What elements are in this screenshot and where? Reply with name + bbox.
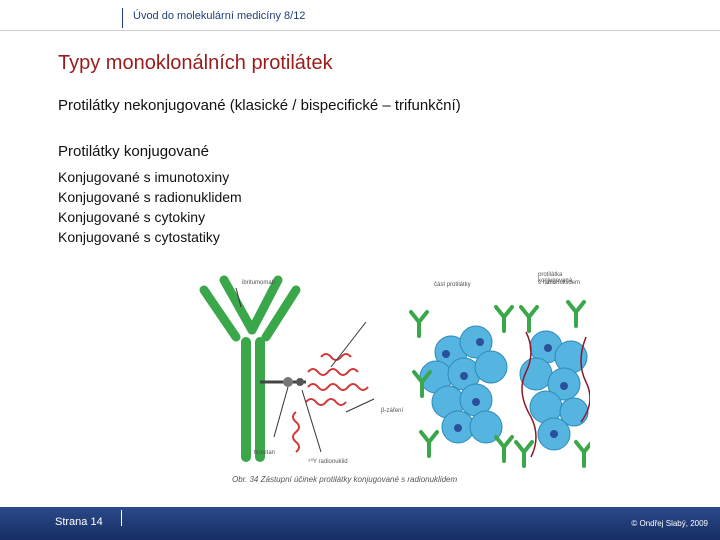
- header-rule: [0, 30, 720, 31]
- list-item: Konjugované s radionuklidem: [58, 189, 242, 205]
- footer-divider: [121, 510, 122, 526]
- list-item: Konjugované s cytokiny: [58, 209, 206, 225]
- tumor-cells-left: [419, 325, 508, 444]
- conjugated-list: Konjugované s imunotoxiny Konjugované s …: [58, 167, 242, 247]
- slide-title: Typy monoklonálních protilátek: [58, 52, 333, 74]
- header-text: Úvod do molekulární medicíny 8/12: [133, 10, 306, 22]
- list-item: Konjugované s imunotoxiny: [58, 169, 230, 185]
- figure-caption: Obr. 34 Zástupní účinek protilátky konju…: [232, 475, 458, 484]
- label-tiuxetan: tiuxetan: [254, 450, 276, 456]
- footer-bar: [0, 507, 720, 540]
- label-ibritumomab: ibritumomab: [242, 280, 276, 286]
- list-item: Konjugované s cytostatiky: [58, 229, 220, 245]
- tumor-cells-right: [519, 330, 591, 458]
- item-conjugated: Protilátky konjugované: [58, 143, 209, 160]
- header-divider: [122, 8, 123, 28]
- label-radionuclide: ⁹⁰Y radionuklid: [308, 459, 348, 465]
- label-conjugated-1: protilátka konjugovaná: [538, 272, 573, 284]
- antibody-figure: ibritumomab část protilátky protilátka k…: [196, 262, 594, 490]
- label-beta-radiation: β-záření: [381, 408, 404, 414]
- copyright: © Ondřej Slabý, 2009: [631, 519, 708, 528]
- item-unconjugated: Protilátky nekonjugované (klasické / bis…: [58, 97, 461, 114]
- page-number: Strana 14: [55, 516, 103, 528]
- label-antibody-part: část protilátky: [434, 282, 471, 288]
- label-conjugated-2: s radionuklidem: [538, 280, 581, 286]
- antibody-illustration: [199, 275, 301, 462]
- beta-radiation: [292, 353, 369, 453]
